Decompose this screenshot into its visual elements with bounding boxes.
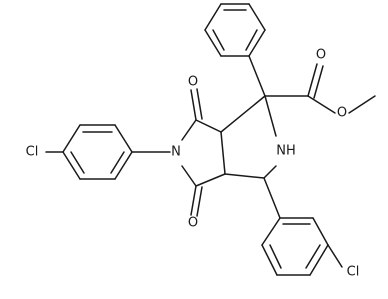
methyl-ester-group <box>264 63 376 114</box>
chlorophenyl-ring-left <box>45 124 171 180</box>
atom-label-imide-nitrogen: N <box>171 145 181 160</box>
atom-label-amine: NH <box>276 144 296 159</box>
atom-label-carbonyl-oxygen-ester: O <box>316 48 326 63</box>
chlorophenyl-ring-bottom <box>261 177 343 276</box>
atom-label-carbonyl-oxygen-upper: O <box>188 75 198 90</box>
atom-label-carbonyl-oxygen-lower: O <box>188 216 198 231</box>
phenyl-ring <box>204 3 266 57</box>
atom-label-chlorine-left: Cl <box>26 145 39 160</box>
bicyclic-core <box>181 88 277 217</box>
atom-label-chlorine-right: Cl <box>347 265 360 280</box>
bond-phenyl-quaternary <box>248 55 266 97</box>
atom-label-methoxy-oxygen: O <box>337 106 347 121</box>
